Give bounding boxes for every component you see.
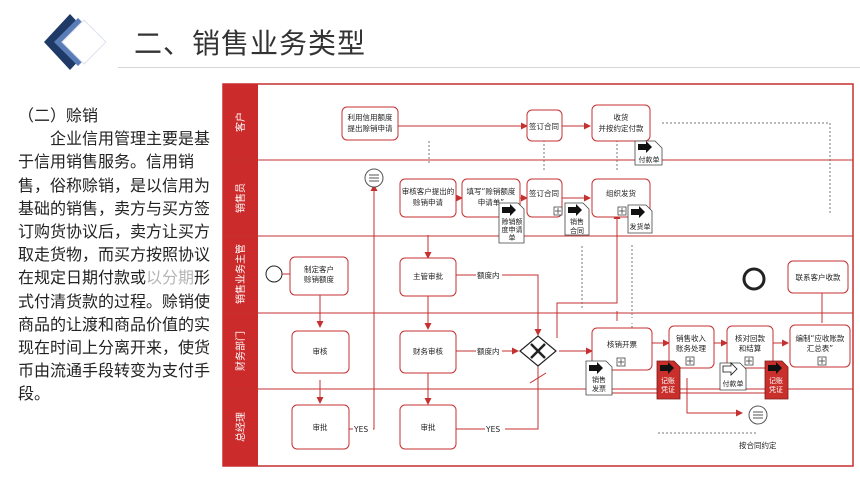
node-receive-line2: 并按约定付款	[599, 123, 644, 133]
end-event-icon	[742, 267, 766, 291]
box-reconcile	[726, 325, 774, 369]
lane-header-column	[223, 84, 258, 466]
doc-payment-slip-label: 付款单	[639, 155, 660, 164]
label-per-contract: 按合同约定	[739, 440, 777, 450]
node-sales-proc-line2: 账务处理	[676, 343, 706, 353]
box-gm-approve-2	[399, 404, 457, 450]
doc-voucher-2-line1: 记账	[769, 376, 783, 385]
node-prepare-line1: 编制“应收账款	[796, 333, 845, 343]
node-gm-approve-1: 审批	[313, 422, 328, 432]
body-part-1: 企业信用管理主要是基于信用销售服务。信用销售，俗称赊销，是以信用为基础的销售，卖…	[18, 129, 211, 288]
doc-voucher-1-line1: 记账	[661, 376, 675, 385]
doc-credit-form-line3: 单	[509, 233, 516, 242]
node-set-limit-line2: 赊销额度	[304, 274, 334, 284]
node-contact: 联系客户收款	[796, 272, 841, 282]
page-title: 二、销售业务类型	[134, 27, 367, 60]
label-yes-1: YES	[353, 425, 368, 434]
node-fill-form-line2: 申请单”	[478, 197, 504, 207]
node-reconcile-line1: 核对回款	[735, 333, 765, 343]
label-within-limit-2: 额度内	[477, 346, 500, 356]
doc-sales-invoice-line2: 发票	[592, 384, 606, 393]
lane-general-manager: 总经理	[234, 412, 247, 442]
box-gm-approve-1	[291, 404, 350, 450]
doc-delivery-label: 发货单	[630, 222, 651, 231]
lane-customer: 客户	[234, 112, 247, 132]
node-receive-line1: 收货	[614, 112, 629, 122]
node-set-limit-line1: 制定客户	[304, 264, 334, 274]
title-divider	[118, 67, 860, 68]
node-sign-sales: 签订合同	[529, 188, 559, 198]
doc-payment-slip-2-label: 付款单	[723, 379, 744, 388]
node-apply-line1: 利用信用额度	[348, 112, 393, 122]
node-apply-line2: 提出赊销申请	[348, 123, 393, 133]
label-yes-2: YES	[485, 425, 500, 434]
node-reconcile-line2: 和结算	[739, 343, 762, 353]
doc-voucher-2-line2: 凭证	[769, 385, 783, 394]
node-fin-audit: 审核	[313, 346, 328, 356]
box-contact	[787, 260, 849, 294]
box-invoice	[591, 327, 653, 371]
doc-voucher-1-line2: 凭证	[661, 385, 675, 394]
diamond-logo-icon	[44, 14, 107, 70]
node-invoice: 核销开票	[607, 339, 637, 349]
box-sales-proc	[668, 325, 715, 369]
doc-contract-line2: 合同	[570, 226, 584, 235]
sales-flow-diagram: 客户 销售员 销售业务主管 财务部门 总经理	[222, 83, 854, 467]
box-sign-sales	[526, 178, 563, 218]
box-sign-customer	[526, 109, 563, 142]
lane-sales-manager: 销售业务主管	[234, 244, 247, 304]
doc-sales-invoice-line1: 销售	[592, 375, 606, 384]
node-fill-form-line1: 填写“赊销额度	[467, 186, 516, 196]
body-text: （二）赊销 企业信用管理主要是基于信用销售服务。信用销售，俗称赊销，是以信用为基…	[18, 104, 216, 406]
box-set-limit	[289, 256, 349, 296]
box-review-apply	[399, 178, 457, 218]
node-prepare-line2: 汇总表”	[807, 343, 833, 353]
slide-header: 二、销售业务类型	[0, 0, 860, 80]
node-gm-approve-2: 审批	[421, 422, 436, 432]
body-part-2: 形式付清货款的过程。赊销使商品的让渡和商品价值的实现在时间上分离开来，使货币由流…	[18, 268, 211, 404]
box-fin-audit	[291, 330, 350, 374]
section-heading: （二）赊销	[18, 106, 99, 125]
node-sign-customer: 签订合同	[529, 121, 559, 131]
body-faded-text: 以分期	[146, 268, 195, 288]
node-mgr-approve: 主管审批	[413, 271, 443, 281]
doc-contract-line1: 销售	[570, 217, 584, 226]
box-receive	[591, 104, 651, 142]
node-review-apply-line1: 审核客户提出的	[402, 186, 455, 196]
start-event-icon	[265, 265, 283, 283]
box-fin-review	[399, 330, 457, 374]
doc-credit-form-line2: 度申请	[502, 225, 523, 234]
label-within-limit-1: 额度内	[477, 270, 500, 280]
box-apply	[341, 106, 399, 141]
exclusive-gateway-icon	[519, 335, 557, 367]
doc-credit-form-line1: 赊销额	[502, 217, 523, 226]
box-mgr-approve	[399, 257, 457, 297]
body-paragraph: 企业信用管理主要是基于信用销售服务。信用销售，俗称赊销，是以信用为基础的销售，卖…	[18, 127, 216, 405]
node-sales-proc-line1: 销售收入	[676, 333, 706, 343]
node-review-apply-line2: 赊销申请	[413, 197, 443, 207]
node-organize: 组织发货	[606, 188, 636, 198]
lane-salesperson: 销售员	[234, 183, 247, 213]
node-fin-review: 财务审核	[413, 346, 443, 356]
lane-finance: 财务部门	[234, 331, 247, 371]
box-prepare	[789, 324, 851, 368]
